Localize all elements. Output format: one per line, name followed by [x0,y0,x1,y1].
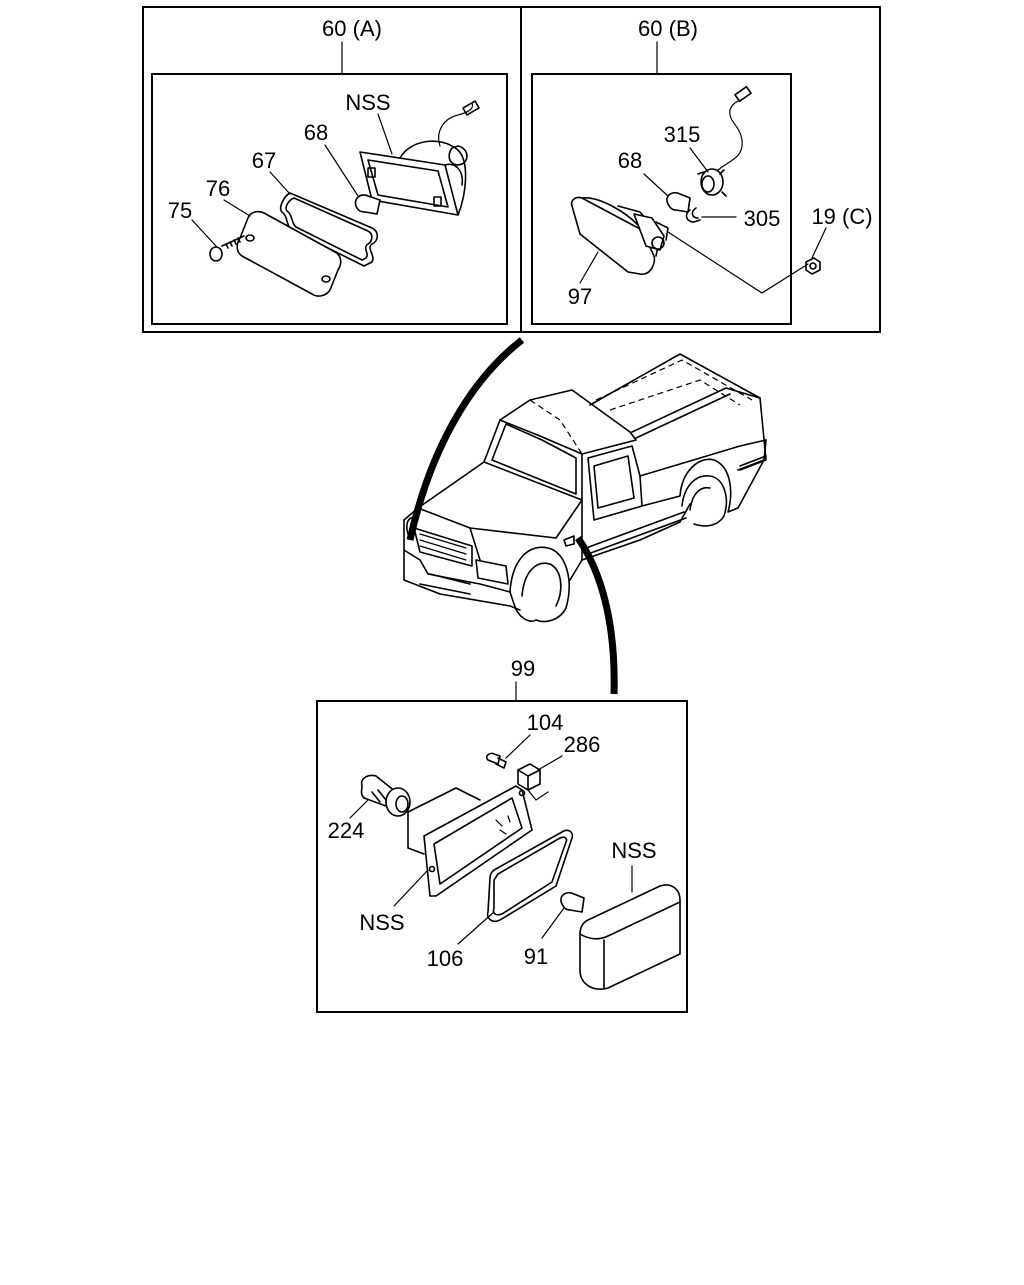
callout-b-97: 97 [568,284,592,309]
leader-curve-bottom [575,536,618,695]
pickup-truck [403,353,767,623]
panel-60b: 60 (B) 97 68 315 [531,16,873,325]
panel-60a: 60 (A) NSS 68 67 [151,16,508,325]
gasket-67 [279,192,379,267]
callout-c-nss-left: NSS [359,910,404,935]
callout-c-91: 91 [524,944,548,969]
callout-c-286: 286 [564,732,601,757]
callout-a-76: 76 [206,176,230,201]
leader-curve-top [406,337,525,541]
side-lamp-housing [359,100,480,216]
callout-b-68: 68 [618,148,642,173]
fog-lamp-housing [407,785,533,897]
clip-305 [685,207,701,223]
panel-99: 99 104 286 NSS [316,656,688,1013]
callout-60b: 60 (B) [638,16,698,41]
callout-99: 99 [511,656,535,681]
callout-c-224: 224 [328,818,365,843]
fog-lamp-lens [579,884,681,990]
top-assembly-frame [142,6,881,333]
callout-a-68: 68 [304,120,328,145]
screw-104 [485,752,507,769]
callout-b-305: 305 [744,206,781,231]
callout-a-67: 67 [252,148,276,173]
socket-315 [697,85,752,197]
callout-c-nss-right: NSS [611,838,656,863]
callout-b-315: 315 [664,122,701,147]
bulb-68-a [354,194,381,215]
callout-c-104: 104 [527,710,564,735]
gasket-106 [486,829,574,923]
socket-224 [360,774,411,817]
screw-75 [209,235,245,262]
clip-nut-286 [517,763,541,791]
bulb-91 [560,891,585,913]
callout-b-19c: 19 (C) [811,204,872,229]
callout-c-106: 106 [427,946,464,971]
callout-a-nss: NSS [345,90,390,115]
bulb-68-b [666,191,691,213]
lens-76 [236,210,342,297]
callout-60a: 60 (A) [322,16,382,41]
nut-19c [805,257,821,275]
callout-a-75: 75 [168,198,192,223]
marker-lamp-97 [570,196,669,275]
